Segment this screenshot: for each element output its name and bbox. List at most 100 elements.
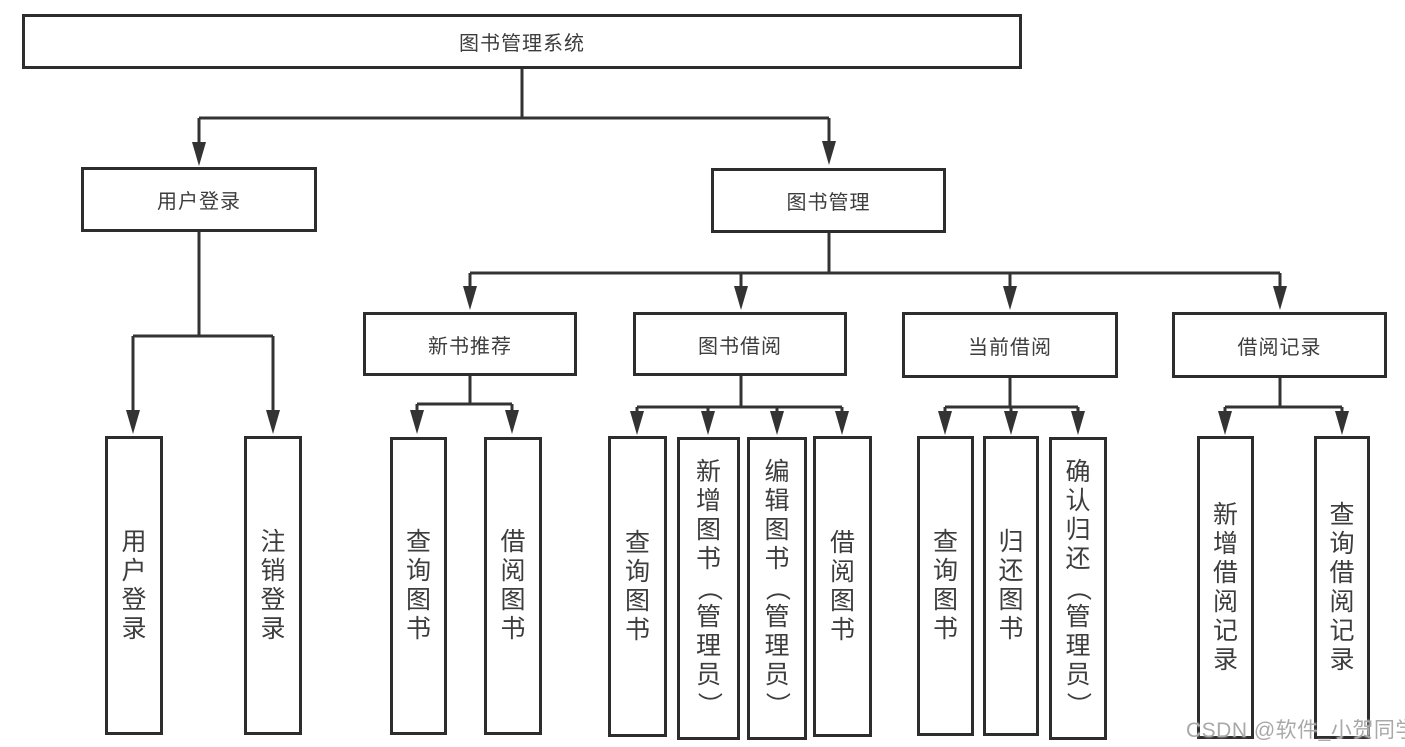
vertical-label-char: 图: [695, 516, 721, 544]
vertical-label-char: 图: [829, 586, 855, 615]
connector-current-borrow-branch: [943, 378, 1080, 411]
vertical-label-char: 阅: [500, 557, 526, 585]
leaf-records-query-record: 查询借阅记录: [1314, 436, 1370, 739]
leaf-logout: 注销登录: [244, 436, 302, 735]
arrowhead: [1071, 411, 1085, 435]
vertical-label-char: 归: [1065, 516, 1091, 544]
arrowhead: [1335, 411, 1349, 435]
arrowhead: [1004, 411, 1018, 435]
vertical-label-char: 销: [260, 556, 286, 585]
node-new-book-recommend: 新书推荐: [363, 312, 577, 376]
vertical-label-char: 书: [695, 545, 721, 573]
vertical-label-char: 借: [829, 528, 855, 557]
vertical-label-char: 员: [695, 661, 721, 689]
vertical-label-char: 书: [405, 615, 431, 643]
arrowhead: [126, 410, 140, 434]
node-current-borrowing: 当前借阅: [902, 312, 1118, 378]
vertical-label-char: 借: [1329, 558, 1355, 587]
arrowhead: [938, 411, 952, 435]
connector-user-login-branch: [131, 232, 275, 410]
vertical-label-char: 借: [500, 528, 526, 556]
vertical-label-char: 借: [1212, 558, 1238, 587]
arrowhead: [192, 142, 206, 166]
vertical-label-char: 书: [829, 615, 855, 644]
vertical-label-char: 员: [764, 661, 790, 689]
vertical-label-char: 查: [1329, 500, 1355, 529]
vertical-label-char: 还: [1065, 545, 1091, 573]
vertical-label-char: 图: [764, 516, 790, 544]
vertical-label-char: ）: [763, 691, 792, 718]
vertical-label-char: 询: [932, 557, 958, 585]
vertical-label-char: 查: [932, 528, 958, 556]
vertical-label-char: 登: [260, 585, 286, 614]
vertical-label-char: （: [1064, 575, 1093, 602]
arrowhead: [1273, 286, 1287, 310]
node-root-library-system: 图书管理系统: [22, 14, 1022, 69]
vertical-label-char: 书: [624, 615, 650, 644]
node-book-borrowing: 图书借阅: [633, 312, 847, 376]
vertical-label-char: 注: [260, 527, 286, 556]
vertical-label-char: 辑: [764, 487, 790, 515]
arrowhead: [822, 141, 836, 165]
vertical-label-char: 图: [624, 586, 650, 615]
vertical-label-char: 阅: [829, 557, 855, 586]
arrowhead: [1003, 286, 1017, 310]
vertical-label-char: 图: [500, 586, 526, 614]
vertical-label-char: 书: [932, 615, 958, 643]
vertical-label-char: （: [694, 575, 723, 602]
vertical-label-char: 增: [1212, 529, 1238, 558]
csdn-watermark: CSDN @软件_小贺同学: [1186, 719, 1405, 742]
leaf-recommend-borrow-books: 借阅图书: [484, 437, 542, 735]
leaf-user-login: 用户登录: [105, 436, 163, 735]
vertical-label-char: 登: [121, 585, 147, 614]
vertical-label-char: 理: [764, 632, 790, 660]
arrowhead: [505, 410, 519, 434]
arrowhead: [701, 411, 715, 435]
vertical-label-char: 增: [695, 487, 721, 515]
vertical-label-char: 管: [764, 603, 790, 631]
arrowhead: [630, 411, 644, 435]
vertical-label-char: 还: [998, 557, 1024, 585]
vertical-label-char: 查: [624, 528, 650, 557]
vertical-label-char: 询: [1329, 529, 1355, 558]
vertical-label-char: 编: [764, 458, 790, 486]
vertical-label-char: 员: [1065, 661, 1091, 689]
leaf-borrowing-edit-books-admin: 编辑图书（管理员）: [747, 437, 807, 740]
connector-book-borrow-branch: [635, 376, 844, 411]
leaf-current-return-books: 归还图书: [983, 436, 1039, 736]
vertical-label-char: 理: [1065, 632, 1091, 660]
arrowhead: [463, 286, 477, 310]
leaf-current-query-books: 查询图书: [917, 436, 974, 736]
vertical-label-char: 用: [121, 527, 147, 556]
node-borrowing-records: 借阅记录: [1172, 312, 1387, 378]
connector-book-mgmt-branch: [468, 233, 1282, 286]
vertical-label-char: 理: [695, 632, 721, 660]
vertical-label-char: 查: [405, 528, 431, 556]
arrowhead: [835, 411, 849, 435]
vertical-label-char: 图: [932, 586, 958, 614]
arrowhead: [266, 410, 280, 434]
vertical-label-char: ）: [694, 691, 723, 718]
connector-new-book-branch: [415, 376, 514, 410]
vertical-label-char: 确: [1065, 458, 1091, 486]
vertical-label-char: 管: [695, 603, 721, 631]
vertical-label-char: 新: [695, 458, 721, 486]
vertical-label-char: ）: [1064, 691, 1093, 718]
vertical-label-char: 询: [624, 557, 650, 586]
vertical-label-char: 录: [121, 614, 147, 643]
vertical-label-char: 阅: [1212, 587, 1238, 616]
vertical-label-char: 记: [1329, 616, 1355, 645]
vertical-label-char: 新: [1212, 500, 1238, 529]
node-user-login: 用户登录: [81, 167, 317, 232]
arrowhead: [770, 411, 784, 435]
leaf-current-confirm-return-admin: 确认归还（管理员）: [1049, 437, 1107, 740]
connector-root-to-level1: [197, 69, 831, 142]
vertical-label-char: 录: [260, 614, 286, 643]
vertical-label-char: 阅: [1329, 587, 1355, 616]
vertical-label-char: 记: [1212, 616, 1238, 645]
connector-borrow-record-branch: [1223, 378, 1344, 411]
vertical-label-char: 录: [1329, 645, 1355, 674]
leaf-borrowing-query-books: 查询图书: [608, 436, 667, 737]
